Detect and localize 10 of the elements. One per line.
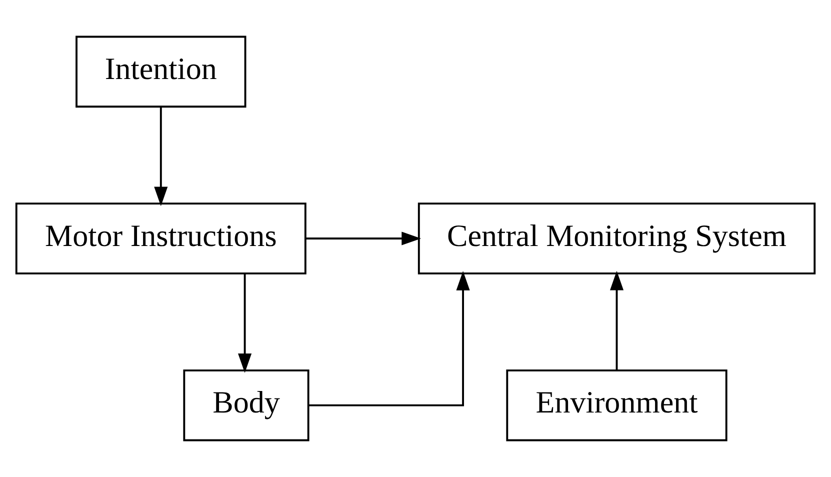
node-box: Intention xyxy=(76,36,246,108)
arrow xyxy=(308,270,470,406)
arrow xyxy=(238,274,252,373)
node-box: Environment xyxy=(506,369,728,442)
arrow xyxy=(610,270,624,370)
node-box: Central Monitoring System xyxy=(418,202,816,274)
node-box: Body xyxy=(183,369,310,442)
arrow xyxy=(154,107,168,206)
node-box: Motor Instructions xyxy=(15,202,306,274)
arrow xyxy=(306,232,422,246)
